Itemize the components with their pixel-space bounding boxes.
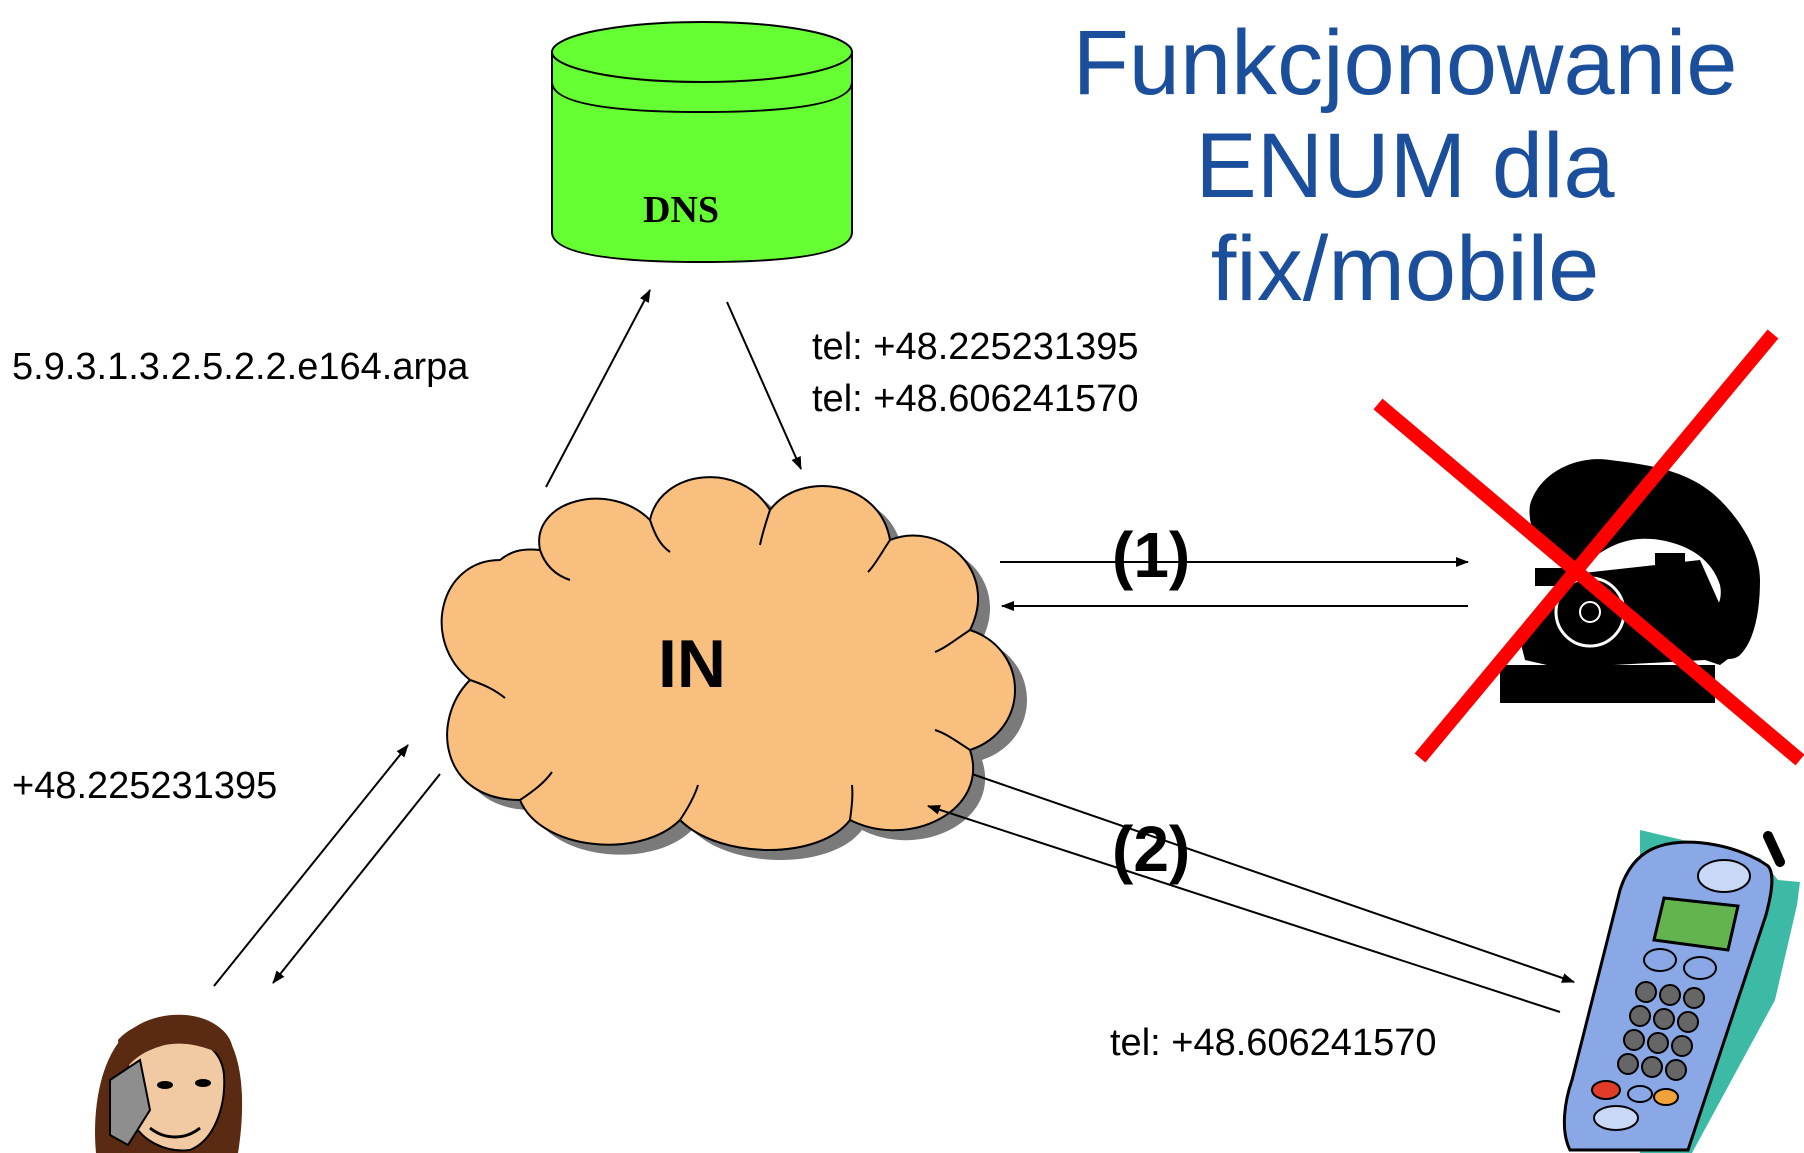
step1-label: (1) [1112,519,1191,591]
query-label: 5.9.3.1.3.2.5.2.2.e164.arpa [12,346,469,388]
mobile-tel-label: tel: +48.606241570 [1110,1022,1437,1064]
response-line1: tel: +48.225231395 [812,326,1139,368]
dns-label: DNS [643,189,720,231]
dialed-number-label: +48.225231395 [12,765,278,807]
page-title: Funkcjonowanie ENUM dla fix/mobile [1010,12,1800,321]
network-label: IN [658,626,726,702]
arrow-query-to-dns [545,289,651,488]
arrow-caller-to-in [213,744,409,987]
caller-woman-icon [95,1014,243,1153]
step2-label: (2) [1112,813,1191,885]
desk-phone-icon [1500,459,1760,703]
title-line1: Funkcjonowanie [1072,12,1738,114]
arrow-in-to-caller [272,773,441,984]
arrow-step2-out [971,773,1575,983]
arrows [213,289,1575,1013]
title-line2: ENUM dla [1195,115,1615,217]
arrow-dns-response [726,301,802,470]
mobile-phone-icon [1562,830,1800,1153]
cross-icon [1373,329,1804,766]
database-icon [551,21,853,264]
response-line2: tel: +48.606241570 [812,378,1139,420]
arrow-step2-back [927,804,1561,1013]
cloud-icon [440,476,1016,851]
title-line3: fix/mobile [1210,218,1600,320]
